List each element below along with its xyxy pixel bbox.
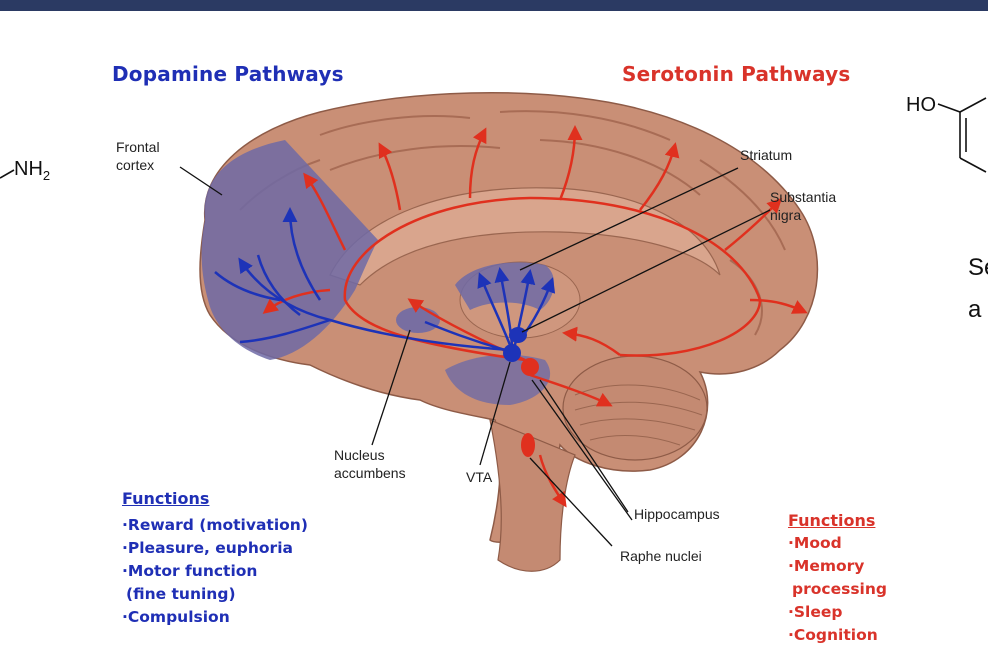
nucleus-accumbens-region [396,307,440,333]
serotonin-functions-heading: Functions [788,511,876,530]
serotonin-function-item: ·Sleep [788,603,843,621]
label-raphe-nuclei: Raphe nuclei [620,548,702,564]
raphe-nucleus [521,358,539,376]
serotonin-function-item: ·Mood [788,534,842,552]
serotonin-function-item: ·Memory [788,557,865,575]
label-frontal-line1: Frontal [116,139,160,155]
label-frontal-line2: cortex [116,157,155,173]
label-na-line2: accumbens [334,465,406,481]
label-vta: VTA [466,469,493,485]
frontal-cortex-region [201,140,378,360]
dopamine-function-item: ·Motor function [122,562,258,580]
chemistry-bonds [0,97,987,179]
dopamine-function-item: (fine tuning) [126,585,236,603]
dopamine-function-item: ·Compulsion [122,608,230,626]
side-text-line1: Se [968,254,988,281]
cerebellum [562,355,708,461]
label-sn-line1: Substantia [770,189,837,205]
corpus-callosum [329,187,721,286]
top-bar [0,0,988,11]
substantia-nigra-nucleus [509,327,527,343]
label-striatum: Striatum [740,147,793,163]
hydroxyl-group: HO [906,94,936,116]
dopamine-function-item: ·Pleasure, euphoria [122,539,293,557]
label-sn-line2: nigra [770,207,802,223]
vta-nucleus [503,344,521,362]
label-substantia-nigra: Substantia nigra [770,188,836,224]
side-text-line2: a [968,296,982,323]
label-nucleus-accumbens: Nucleus accumbens [334,446,406,482]
label-na-line1: Nucleus [334,447,385,463]
dopamine-title: Dopamine Pathways [112,62,344,86]
raphe-lower-nucleus [521,433,535,457]
dopamine-functions-list: ·Reward (motivation) ·Pleasure, euphoria… [122,514,308,629]
brain-illustration [179,91,819,572]
amine-group: NH2 [14,158,51,183]
dopamine-function-item: ·Reward (motivation) [122,516,308,534]
label-frontal-cortex: Frontal cortex [116,138,160,174]
serotonin-function-item: processing [792,580,887,598]
serotonin-function-item: ·Cognition [788,626,878,644]
label-hippocampus: Hippocampus [634,506,720,522]
dopamine-functions-heading: Functions [122,489,210,508]
serotonin-title: Serotonin Pathways [622,62,851,86]
